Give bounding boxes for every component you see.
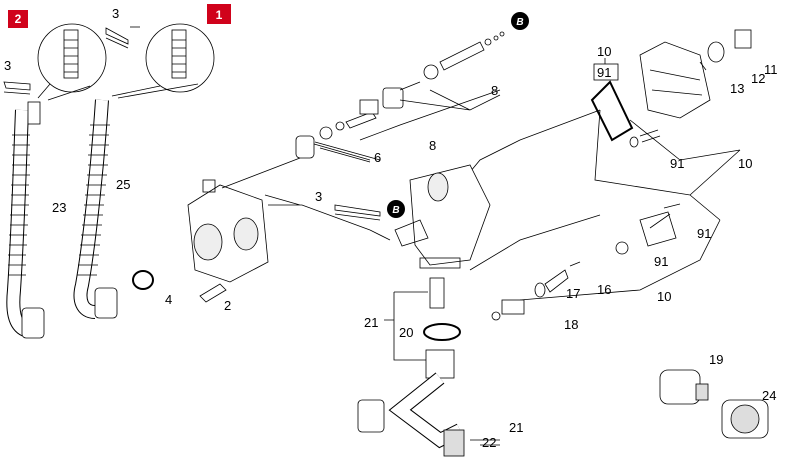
- hose-25: [73, 99, 118, 319]
- callout-12: 12: [751, 71, 765, 86]
- detail-circle-left: [37, 23, 107, 101]
- ref-badge-b-top: B: [511, 12, 529, 30]
- svg-text:B: B: [392, 205, 399, 216]
- callout-23: 23: [52, 200, 66, 215]
- valve-housing: [394, 164, 491, 269]
- svg-text:B: B: [516, 17, 523, 28]
- valve-assembly-8: [382, 31, 505, 111]
- callout-3-top: 3: [112, 6, 119, 21]
- callout-25: 25: [116, 177, 130, 192]
- o-ring-20: [423, 323, 461, 341]
- clip-3-top: [105, 27, 129, 49]
- callout-24: 24: [762, 388, 776, 403]
- callout-labels: 3 3 3 2 4 6 8 8 10 91 10 10 11 12 13 91 …: [4, 6, 778, 450]
- callout-10-top: 10: [597, 44, 611, 59]
- kit-badge-2: 2: [8, 10, 28, 28]
- callout-20: 20: [399, 325, 413, 340]
- ref-badge-b-mid: B: [387, 200, 405, 218]
- callout-91-a: 91: [670, 156, 684, 171]
- coupling-19: [659, 369, 709, 405]
- callout-3-left: 3: [4, 58, 11, 73]
- callout-91-c: 91: [654, 254, 668, 269]
- callout-22: 22: [482, 435, 496, 450]
- callout-17: 17: [566, 286, 580, 301]
- callout-8-top: 8: [491, 83, 498, 98]
- callout-19: 19: [709, 352, 723, 367]
- callout-6: 6: [374, 150, 381, 165]
- callout-21-bottom: 21: [509, 420, 523, 435]
- seal-91: [590, 80, 634, 142]
- valve-assembly-18: [491, 261, 581, 321]
- pump-head: [187, 179, 269, 283]
- callout-10-mid: 10: [657, 289, 671, 304]
- insert-21: [429, 277, 445, 309]
- svg-text:1: 1: [216, 8, 223, 22]
- callout-13: 13: [730, 81, 744, 96]
- callout-3-mid: 3: [315, 189, 322, 204]
- o-ring-4: [132, 270, 154, 290]
- detail-circle-right: [111, 23, 215, 99]
- hose-23: [6, 101, 45, 339]
- callout-18: 18: [564, 317, 578, 332]
- callout-21-left: 21: [364, 315, 378, 330]
- svg-text:2: 2: [15, 12, 22, 26]
- valve-assembly-6: [295, 99, 381, 163]
- callout-10-right: 10: [738, 156, 752, 171]
- callout-11: 11: [764, 62, 778, 77]
- callout-2: 2: [224, 298, 231, 313]
- clip-3-left: [3, 81, 31, 95]
- kit-badge-1: 1: [207, 4, 231, 24]
- clip-3-mid: [334, 204, 381, 221]
- screw-2: [199, 283, 227, 303]
- elbow-pipe: [357, 349, 465, 457]
- callout-91-boxed: 91: [597, 65, 611, 80]
- callout-8-mid: 8: [429, 138, 436, 153]
- callout-4: 4: [165, 292, 172, 307]
- valve-assembly-91: [615, 203, 681, 255]
- callout-91-b: 91: [697, 226, 711, 241]
- callout-16: 16: [597, 282, 611, 297]
- pump-cover: [639, 29, 752, 119]
- coupling-24: [721, 399, 769, 439]
